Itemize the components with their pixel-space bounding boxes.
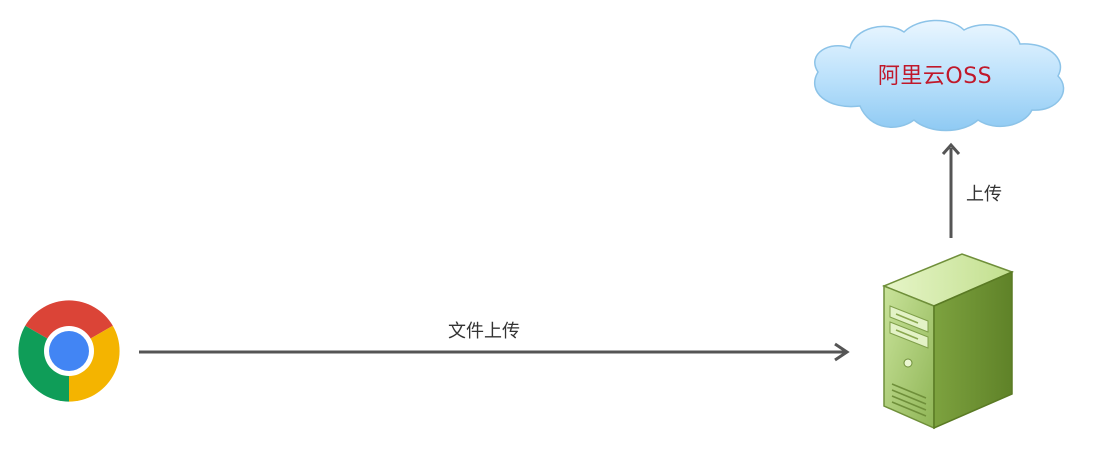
file-upload-arrow [139, 342, 850, 362]
upload-label: 上传 [966, 184, 1002, 205]
cloud-label: 阿里云OSS [877, 64, 993, 89]
chrome-icon [18, 300, 120, 402]
server-icon [882, 253, 1015, 430]
upload-arrow-vertical [941, 142, 961, 238]
cloud-icon [813, 19, 1065, 132]
file-upload-label: 文件上传 [448, 321, 520, 342]
